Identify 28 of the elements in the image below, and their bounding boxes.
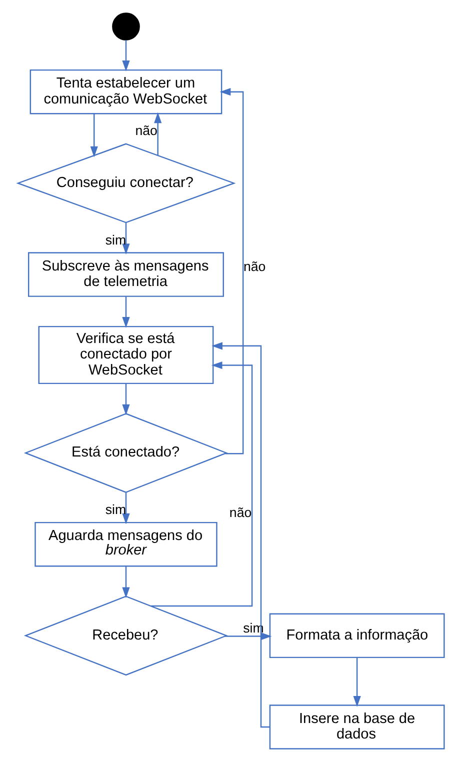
arrow [122,384,130,416]
edge-label: não [228,505,252,520]
node-diamond: Recebeu? [23,596,228,676]
node-box: Aguarda mensagens do broker [34,522,217,567]
arrow [122,566,130,598]
node-diamond: Está conectado? [23,413,228,493]
arrow [219,88,244,454]
arrow [154,112,162,156]
edge-label: sim [104,232,126,248]
arrow [352,658,360,707]
node-box: Insere na base de dados [268,704,444,750]
node-circle [112,12,140,40]
node-box: Formata a informação [268,613,444,658]
edge-label: sim [104,502,126,518]
node-box: Tenta estabelecer um comunicação WebSocket [29,69,222,114]
node-box: Verifica se está conectado por WebSocket [38,326,214,384]
node-box: Subscreve às mensagens de telemetria [28,252,224,297]
arrow [224,632,272,640]
arrow [122,296,130,328]
arrow [150,361,252,607]
arrow [122,223,130,255]
edge-label: não [134,123,157,138]
arrow [122,492,130,524]
arrow [90,114,98,158]
arrow [211,342,270,728]
arrow [122,40,130,72]
edge-label: não [242,259,266,274]
node-diamond: Conseguiu conectar? [16,143,236,224]
